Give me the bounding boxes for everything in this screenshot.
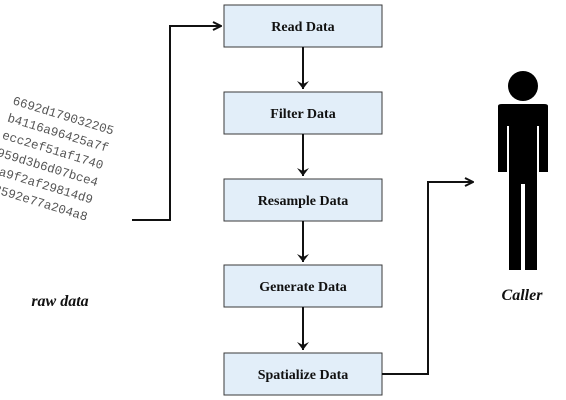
- raw-data-caption: raw data: [31, 293, 88, 310]
- step-box: [223, 178, 383, 222]
- step-generate-data: Generate Data: [223, 264, 383, 308]
- step-label: Filter Data: [270, 107, 335, 122]
- step-box: [223, 264, 383, 308]
- step-label: Resample Data: [258, 194, 349, 209]
- step-resample-data: Resample Data: [223, 178, 383, 222]
- arrow-raw-to-read: [132, 26, 221, 221]
- arrow-spatialize-to-caller: [382, 182, 473, 375]
- step-label: Spatialize Data: [258, 368, 349, 383]
- step-box: [223, 352, 383, 396]
- step-label: Generate Data: [259, 280, 346, 295]
- step-read-data: Read Data: [223, 4, 383, 48]
- step-box: [223, 4, 383, 48]
- step-label: Read Data: [271, 20, 334, 35]
- step-filter-data: Filter Data: [223, 91, 383, 135]
- step-box: [223, 91, 383, 135]
- caller-caption: Caller: [502, 287, 544, 304]
- person-icon: [498, 71, 548, 270]
- step-spatialize-data: Spatialize Data: [223, 352, 383, 396]
- raw-data-hex-block: 6692d179032205 b4116a96425a7f ecc2ef51af…: [0, 94, 115, 224]
